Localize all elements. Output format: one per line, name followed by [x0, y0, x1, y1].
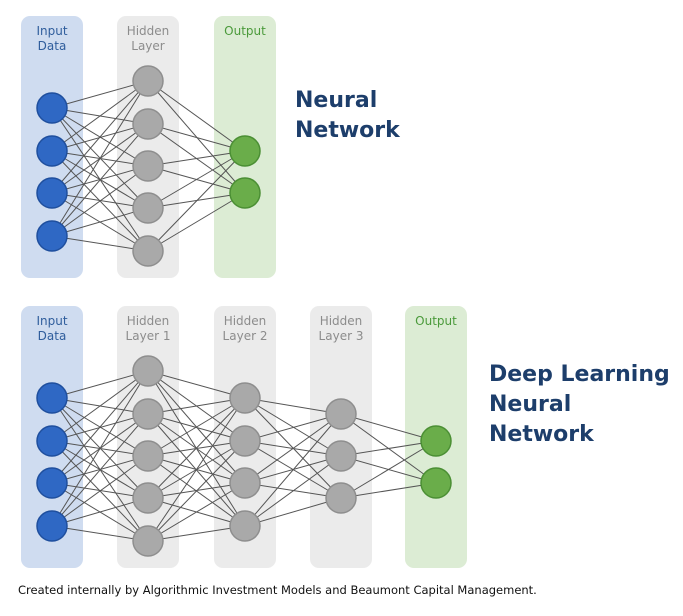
neural-network-links: [36, 65, 261, 267]
layer-label: Output: [415, 314, 457, 328]
hidden-node: [325, 482, 357, 514]
connection-line: [51, 235, 149, 252]
input-node: [36, 510, 68, 542]
output-node: [229, 135, 261, 167]
hidden-node: [229, 510, 261, 542]
connection-line: [51, 525, 149, 542]
connection-line: [147, 123, 246, 152]
hidden-node: [229, 467, 261, 499]
connection-line: [147, 482, 246, 542]
connection-line: [51, 123, 149, 237]
layer-label: Hidden Layer 3: [318, 314, 364, 343]
connection-line: [147, 397, 246, 542]
connection-line: [244, 455, 342, 527]
neural-network-title: Neural Network: [295, 88, 400, 143]
layer-label: Input Data: [36, 314, 68, 343]
connection-line: [147, 150, 246, 252]
input-node: [36, 425, 68, 457]
deep-learning-layer-4: Hidden Layer 3: [310, 306, 372, 568]
connection-line: [51, 455, 149, 527]
connection-line: [51, 413, 149, 527]
connection-line: [244, 413, 342, 484]
connection-line: [51, 207, 149, 237]
connection-line: [147, 525, 246, 542]
connection-line: [51, 497, 149, 527]
connection-line: [340, 440, 437, 499]
neural-network-layer-2: Hidden Layer: [117, 16, 179, 278]
hidden-node: [132, 150, 164, 182]
connection-line: [51, 80, 149, 152]
input-node: [36, 220, 68, 252]
layer-label: Hidden Layer 2: [222, 314, 268, 343]
hidden-node: [132, 398, 164, 430]
connection-line: [147, 397, 246, 499]
neural-network-diagram: Input Data Hidden Layer Output Neural Netw…: [0, 0, 683, 290]
input-node: [36, 177, 68, 209]
hidden-node: [132, 192, 164, 224]
deep-learning-links: [36, 355, 452, 557]
deep-learning-layer-2: Hidden Layer 1: [117, 306, 179, 568]
connection-line: [51, 165, 149, 237]
connection-line: [51, 80, 149, 109]
connection-line: [147, 150, 246, 209]
connection-line: [51, 370, 149, 442]
hidden-node: [325, 398, 357, 430]
output-node: [420, 425, 452, 457]
connection-line: [340, 413, 437, 442]
connection-line: [244, 413, 342, 527]
input-node: [36, 467, 68, 499]
connection-line: [147, 192, 246, 252]
connection-line: [51, 370, 149, 527]
hidden-node: [132, 235, 164, 267]
layer-label: Hidden Layer: [126, 24, 170, 53]
connection-line: [244, 413, 342, 442]
connection-line: [51, 80, 149, 237]
hidden-node: [132, 525, 164, 557]
hidden-node: [132, 440, 164, 472]
hidden-node: [132, 482, 164, 514]
connection-line: [51, 370, 149, 484]
connection-line: [340, 440, 437, 457]
hidden-node: [132, 108, 164, 140]
hidden-node: [132, 65, 164, 97]
input-node: [36, 92, 68, 124]
input-node: [36, 135, 68, 167]
connection-line: [51, 80, 149, 194]
connection-line: [244, 497, 342, 527]
input-node: [36, 382, 68, 414]
output-node: [229, 177, 261, 209]
deep-learning-title: Deep Learning Neural Network: [489, 362, 670, 447]
output-node: [420, 467, 452, 499]
hidden-node: [132, 355, 164, 387]
connection-line: [244, 397, 342, 415]
layer-label: Output: [224, 24, 266, 38]
connection-line: [147, 397, 246, 457]
caption: Created internally by Algorithmic Invest…: [18, 583, 537, 597]
hidden-node: [229, 425, 261, 457]
hidden-node: [229, 382, 261, 414]
hidden-node: [325, 440, 357, 472]
connection-line: [147, 397, 246, 415]
connection-line: [147, 440, 246, 542]
connection-line: [147, 150, 246, 167]
connection-line: [147, 80, 246, 152]
deep-learning-diagram: Input Data Hidden Layer 1 Hidden Layer 2 Hi…: [0, 290, 683, 580]
connection-line: [147, 370, 246, 399]
connection-line: [51, 370, 149, 399]
layer-label: Input Data: [36, 24, 68, 53]
layer-label: Hidden Layer 1: [125, 314, 171, 343]
connection-line: [340, 482, 437, 499]
